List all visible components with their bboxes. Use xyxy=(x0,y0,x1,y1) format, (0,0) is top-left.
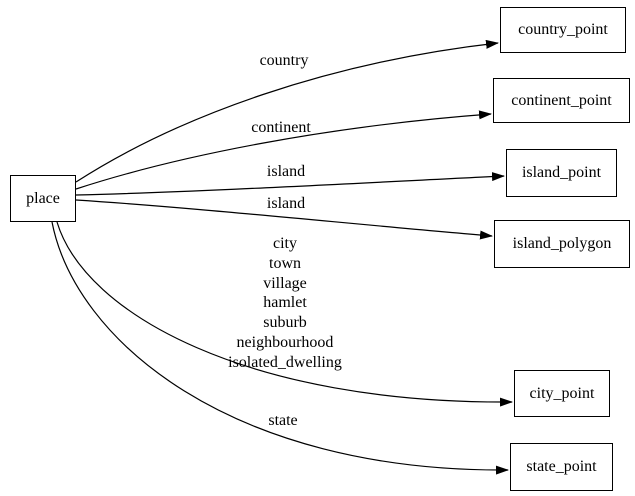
node-continent-point: continent_point xyxy=(493,78,630,123)
node-island-polygon: island_polygon xyxy=(494,220,630,268)
edge-label-line: city xyxy=(272,235,297,252)
edge-place-island-point xyxy=(75,172,505,196)
edge-label-line: isolated_dwelling xyxy=(228,353,342,371)
node-island-point: island_point xyxy=(506,149,617,197)
edge-label-island-polygon: island xyxy=(266,195,306,212)
edge-label-country: country xyxy=(259,52,309,69)
edge-label-line: hamlet xyxy=(263,294,307,312)
edge-label-city-point: city town village hamlet suburb neighbou… xyxy=(228,234,342,373)
edge-label-line: village xyxy=(263,274,307,292)
edge-place-continent-point xyxy=(75,110,492,190)
edge-place-country-point xyxy=(75,39,499,183)
edge-label-continent: continent xyxy=(251,119,311,136)
edge-place-state-point xyxy=(51,221,509,475)
node-state-point: state_point xyxy=(510,443,613,491)
edge-label-line: suburb xyxy=(263,314,307,332)
edge-label-state: state xyxy=(268,412,298,429)
edge-place-city-point xyxy=(56,221,513,407)
node-city-point: city_point xyxy=(514,370,610,417)
node-country-point: country_point xyxy=(500,7,626,53)
edge-place-island-polygon xyxy=(75,199,493,240)
node-place: place xyxy=(10,175,76,222)
edge-label-line: town xyxy=(268,254,301,272)
edge-label-island-point: island xyxy=(266,163,306,180)
edge-label-line: neighbourhood xyxy=(236,333,334,351)
